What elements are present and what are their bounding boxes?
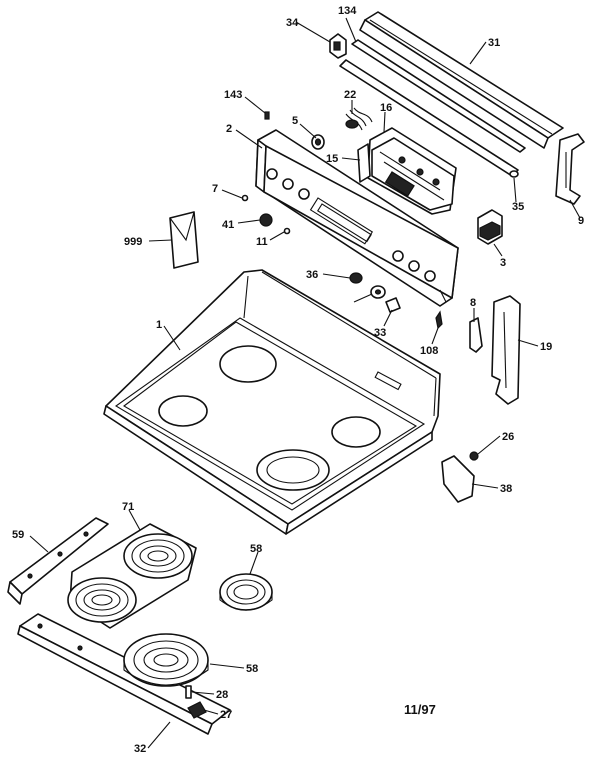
part-9-bracket bbox=[555, 133, 585, 205]
callout-11: 11 bbox=[256, 236, 268, 248]
part-36-knob bbox=[349, 272, 363, 284]
part-58-burner-small bbox=[219, 573, 273, 611]
callout-7: 7 bbox=[212, 183, 218, 195]
part-3-block bbox=[477, 209, 503, 245]
callout-19: 19 bbox=[540, 341, 552, 353]
part-15-overlay bbox=[357, 143, 371, 183]
part-19-side-bracket bbox=[491, 295, 521, 405]
callout-38: 38 bbox=[500, 483, 512, 495]
callout-5: 5 bbox=[292, 115, 298, 127]
part-27-clip bbox=[187, 701, 207, 719]
date-code: 11/97 bbox=[404, 702, 436, 717]
callout-26: 26 bbox=[502, 431, 514, 443]
callout-9: 9 bbox=[578, 215, 584, 227]
callout-999: 999 bbox=[124, 236, 142, 248]
callout-16: 16 bbox=[380, 102, 392, 114]
callout-28: 28 bbox=[216, 689, 228, 701]
callout-27: 27 bbox=[220, 709, 232, 721]
callout-3: 3 bbox=[500, 257, 506, 269]
part-71-burner-bracket bbox=[67, 523, 197, 629]
part-2-control-panel bbox=[255, 129, 459, 307]
part-8-clip bbox=[469, 317, 483, 353]
callout-58-upper: 58 bbox=[250, 543, 262, 555]
part-1-cooktop bbox=[103, 269, 441, 535]
callout-71: 71 bbox=[122, 501, 134, 513]
part-108-pin bbox=[435, 310, 443, 330]
part-31-trim-bar bbox=[359, 11, 564, 149]
part-28-pin bbox=[185, 685, 192, 699]
part-58-burner-large bbox=[123, 633, 209, 687]
part-999-literature bbox=[169, 211, 199, 269]
part-16-control-board bbox=[367, 127, 457, 215]
leader-lines bbox=[29, 17, 581, 749]
part-11-screw bbox=[283, 227, 291, 235]
callout-31: 31 bbox=[488, 37, 500, 49]
part-26-knob bbox=[469, 451, 479, 461]
callout-22: 22 bbox=[344, 89, 356, 101]
callout-134: 134 bbox=[338, 5, 357, 17]
part-41-knob bbox=[259, 213, 273, 227]
part-22-wire-harness bbox=[345, 107, 373, 131]
part-4-knob bbox=[370, 285, 386, 299]
callout-15: 15 bbox=[326, 153, 338, 165]
callout-108: 108 bbox=[420, 345, 438, 357]
part-33-clip bbox=[385, 297, 401, 313]
callout-1: 1 bbox=[156, 319, 162, 331]
part-5-knob bbox=[311, 134, 325, 150]
callout-2: 2 bbox=[226, 123, 232, 135]
part-7-screw bbox=[241, 194, 249, 202]
callout-labels: 34 134 31 143 22 16 5 2 15 7 35 9 41 999… bbox=[12, 5, 584, 755]
part-32-bracket-plate bbox=[17, 613, 231, 735]
part-35-rod bbox=[339, 59, 519, 178]
callout-36: 36 bbox=[306, 269, 318, 281]
callout-8: 8 bbox=[470, 297, 476, 309]
callout-143: 143 bbox=[224, 89, 242, 101]
callout-32: 32 bbox=[134, 743, 146, 755]
callout-33: 33 bbox=[374, 327, 386, 339]
part-59-bracket-bar bbox=[7, 517, 109, 605]
part-34-clip bbox=[329, 33, 347, 59]
callout-58-lower: 58 bbox=[246, 663, 258, 675]
callout-41: 41 bbox=[222, 219, 234, 231]
callout-35: 35 bbox=[512, 201, 524, 213]
callout-34: 34 bbox=[286, 17, 299, 29]
callout-59: 59 bbox=[12, 529, 24, 541]
part-143-screw bbox=[264, 111, 270, 120]
part-38-panel bbox=[441, 455, 475, 503]
